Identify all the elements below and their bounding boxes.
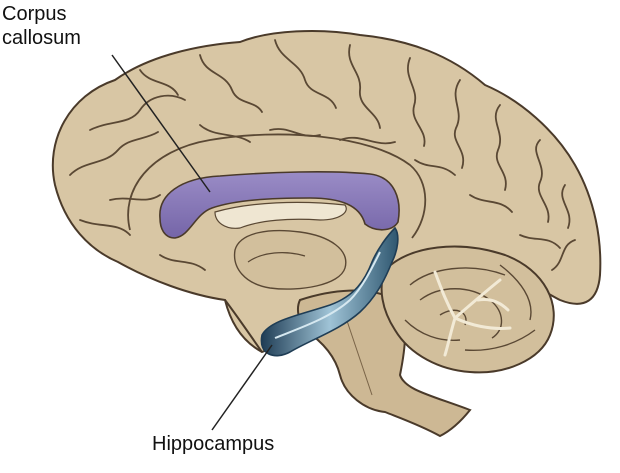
fornix bbox=[214, 201, 347, 229]
sulci bbox=[69, 39, 576, 271]
cingulate-gyrus bbox=[127, 133, 427, 239]
hippocampus-label: Hippocampus bbox=[152, 433, 275, 455]
corpus-callosum-label-line1: Corpus bbox=[2, 3, 67, 25]
corpus-callosum-label-line2: callosum bbox=[2, 27, 81, 49]
corpus-callosum-leader-line bbox=[111, 54, 211, 193]
hippocampus bbox=[260, 226, 399, 357]
thalamus bbox=[233, 229, 347, 290]
hippocampus-leader-line bbox=[211, 344, 273, 431]
corpus-callosum bbox=[159, 171, 400, 239]
cerebellum bbox=[380, 245, 555, 374]
